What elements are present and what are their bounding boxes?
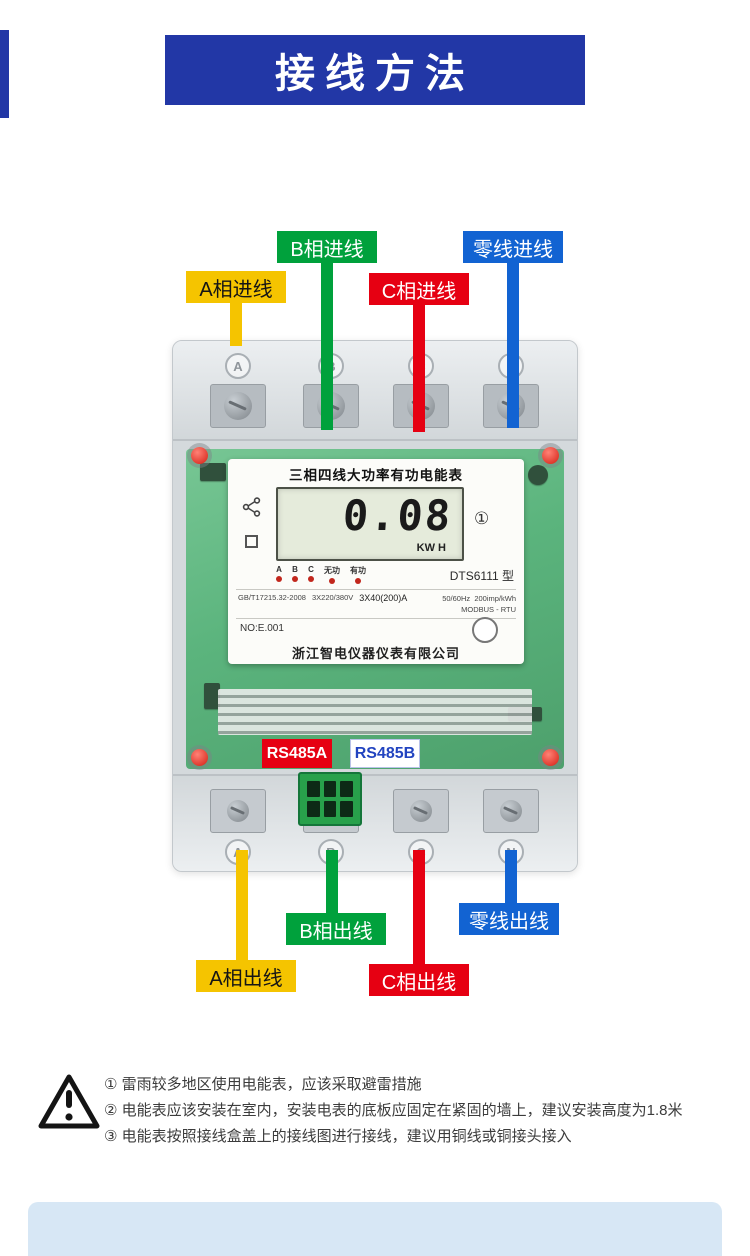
terminal-letter: A [225,353,251,379]
terminal-hole [340,801,353,817]
page-title: 接线方法 [275,52,475,96]
square-icon [245,535,258,548]
divider [236,618,516,619]
led-dot [355,578,361,584]
led-dot [308,576,314,582]
note-line-3: ③ 电能表按照接线盒盖上的接线图进行接线，建议用铜线或铜接头接入 [104,1128,572,1145]
indicator-a: A [276,565,282,584]
wire-phase-a-in [230,300,242,346]
terminal-hole [307,801,320,817]
lcd-badge: ① [474,509,490,528]
spec-current: 3X40(200)A [359,593,408,603]
corner-screw-icon [542,447,559,464]
note-line-2: ② 电能表应该安装在室内，安装电表的底板应固定在紧固的墙上，建议安装高度为1.8… [104,1102,683,1119]
terminal-block [210,789,266,833]
indicator-label: 有功 [350,566,366,575]
screw-icon [224,392,252,420]
label-rs485a: RS485A [262,739,332,768]
wire-phase-c-in [413,302,425,432]
nameplate-title: 三相四线大功率有功电能表 [289,468,463,483]
spec-constant: 200imp/kWh [474,594,516,603]
nameplate-specs: GB/T17215.32-2008 3X220/380V 3X40(200)A … [238,593,516,616]
nameplate-panel: 三相四线大功率有功电能表 0.08 KW H ① [228,459,524,664]
heatsink-strips [218,689,532,735]
notes-section: ① 雷雨较多地区使用电能表，应该采取避雷措施 ② 电能表应该安装在室内，安装电表… [0,1050,750,1200]
spec-frequency-constant: 50/60Hz 200imp/kWh [442,593,516,604]
divider [236,589,516,590]
left-accent-strip [0,30,9,118]
wire-phase-b-out [326,850,338,916]
wiring-diagram: A相进线 B相进线 C相进线 零线进线 A B C [0,0,750,1050]
corner-screw-icon [542,749,559,766]
label-phase-b-out: B相出线 [286,913,386,945]
label-phase-b-in: B相进线 [277,231,377,263]
meter-body: 三相四线大功率有功电能表 0.08 KW H ① [173,441,577,776]
indicator-label: 无功 [324,566,340,575]
indicator-active: 有功 [350,565,366,584]
indicator-b: B [292,565,298,584]
label-phase-a-in: A相进线 [186,271,286,303]
company-name: 浙江智电仪器仪表有限公司 [291,646,460,661]
label-phase-c-out: C相出线 [369,964,469,996]
wire-neutral-out [505,850,517,906]
spec-protocol: MODBUS - RTU [461,605,516,615]
indicator-label: A [276,565,282,574]
pcb-component [200,463,226,481]
header-banner: 接线方法 [165,35,585,105]
terminal-hole [323,801,337,817]
screw-icon [500,800,522,822]
network-icon [242,497,261,517]
spec-voltage: 3X220/380V [311,593,354,602]
pcb-component [528,465,548,485]
led-dot [292,576,298,582]
spec-standard: GB/T17215.32-2008 [238,593,306,602]
model-label: DTS6111 型 [449,569,514,583]
serial-label: NO:E.001 [240,623,284,634]
indicator-row: A B C 无功 有功 [276,565,366,584]
terminal-top-a: A [206,353,270,428]
label-neutral-in: 零线进线 [463,231,563,263]
bottom-banner [28,1202,722,1256]
warning-icon [38,1074,100,1129]
screw-icon [227,800,249,822]
wire-phase-c-out [413,850,425,966]
label-rs485b: RS485B [350,739,420,768]
terminal-hole [340,781,353,797]
indicator-reactive: 无功 [324,565,340,584]
label-phase-c-in: C相进线 [369,273,469,305]
screw-icon [410,800,432,822]
terminal-block [393,789,449,833]
terminal-block [483,789,539,833]
corner-screw-icon [191,447,208,464]
wire-phase-a-out [236,850,248,962]
note-line-1: ① 雷雨较多地区使用电能表，应该采取避雷措施 [104,1076,422,1093]
label-neutral-out: 零线出线 [459,903,559,935]
indicator-label: C [308,565,314,574]
rs485-terminal-block [298,772,362,826]
indicator-label: B [292,565,298,574]
corner-screw-icon [191,749,208,766]
indicator-c: C [308,565,314,584]
notes-list: ① 雷雨较多地区使用电能表，应该采取避雷措施 ② 电能表应该安装在室内，安装电表… [104,1072,724,1150]
led-dot [276,576,282,582]
terminal-hole [307,781,320,797]
wire-neutral-in [507,260,519,428]
lcd-value: 0.08 [341,491,454,540]
wire-phase-b-in [321,260,333,430]
lcd-display: 0.08 KW H [276,487,464,561]
terminal-block [210,384,266,428]
led-dot [329,578,335,584]
spec-right-group: 50/60Hz 200imp/kWh MODBUS - RTU [442,593,516,616]
terminal-hole [323,781,337,797]
spec-frequency: 50/60Hz [442,594,471,603]
seal-button [472,617,498,643]
label-phase-a-out: A相出线 [196,960,296,992]
lcd-unit: KW H [416,542,446,554]
pcb-component [204,683,220,709]
